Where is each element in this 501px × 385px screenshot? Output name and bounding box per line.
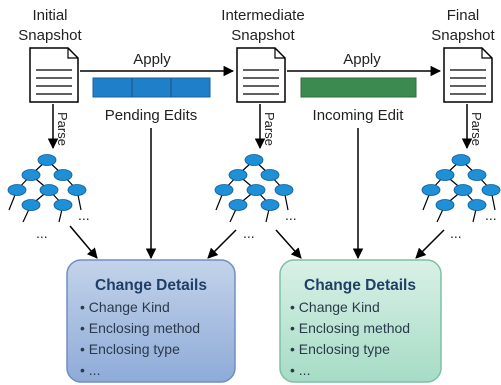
document-icon-initial [29,47,79,103]
tree-node [467,199,487,211]
change-details-box-2: Change Details • Change Kind • Enclosing… [279,259,442,383]
snapshot-label-final-line1: Final [447,7,480,24]
apply-label-right: Apply [343,51,381,68]
parse-label-final: Parse [469,112,484,146]
change-detail-item: • ... [80,362,100,378]
pending-edits-bar [92,77,211,98]
document-icon-intermediate [236,47,286,103]
snapshot-label-final-line2: Snapshot [431,27,495,44]
change-detail-item: • Enclosing type [80,341,180,357]
tree-node [244,154,264,166]
snapshot-label-initial: Initial Snapshot [18,7,82,44]
snapshot-label-initial-line2: Snapshot [18,27,82,44]
tree-node [39,184,59,196]
flow-arrow [69,225,98,259]
snapshot-label-intermediate: Intermediate Snapshot [221,7,304,44]
snapshot-label-final: Final Snapshot [431,7,495,44]
tree-node [421,184,441,196]
tree-node [274,184,294,196]
tree-node [435,169,455,181]
tree-node [21,169,41,181]
tree-ellipsis: ... [450,225,462,241]
change-detail-item: • ... [290,362,310,378]
incoming-edit-label: Incoming Edit [313,107,405,124]
flow-arrow [207,229,237,259]
syntax-tree-final [421,154,501,223]
apply-label-left: Apply [133,51,171,68]
tree-node [228,169,248,181]
snapshot-label-initial-line1: Initial [32,7,67,24]
tree-node [53,169,73,181]
tree-node [21,199,41,211]
change-detail-item: • Enclosing method [290,320,410,336]
tree-node [435,199,455,211]
snapshot-label-intermediate-line2: Snapshot [231,27,295,44]
change-details-title: Change Details [304,277,416,294]
tree-node [260,199,280,211]
tree-node [451,154,471,166]
flow-arrow [275,229,302,259]
snapshot-label-intermediate-line1: Intermediate [221,7,304,24]
tree-ellipsis: ... [485,207,497,223]
tree-node [228,199,248,211]
parse-label-initial: Parse [55,112,70,146]
syntax-tree-intermediate [214,154,294,223]
syntax-tree-initial [7,154,87,223]
change-detail-item: • Enclosing type [290,341,390,357]
tree-node [7,184,27,196]
tree-ellipsis: ... [36,225,48,241]
change-detail-item: • Change Kind [290,299,380,315]
flow-arrow [415,229,445,259]
change-detail-item: • Change Kind [80,299,170,315]
tree-ellipsis: ... [78,207,90,223]
tree-node [481,184,501,196]
tree-node [467,169,487,181]
change-detail-item: • Enclosing method [80,320,200,336]
pending-edits-label: Pending Edits [105,107,198,124]
incoming-edit-bar [300,77,417,98]
change-details-box-1: Change Details • Change Kind • Enclosing… [66,259,236,383]
tree-ellipsis: ... [285,207,297,223]
tree-node [260,169,280,181]
tree-ellipsis: ... [243,225,255,241]
tree-node [53,199,73,211]
parse-label-intermediate: Parse [262,112,277,146]
document-icon-final [443,47,493,103]
tree-node [67,184,87,196]
tree-node [453,184,473,196]
tree-node [37,154,57,166]
change-details-title: Change Details [95,277,207,294]
tree-node [214,184,234,196]
tree-node [246,184,266,196]
